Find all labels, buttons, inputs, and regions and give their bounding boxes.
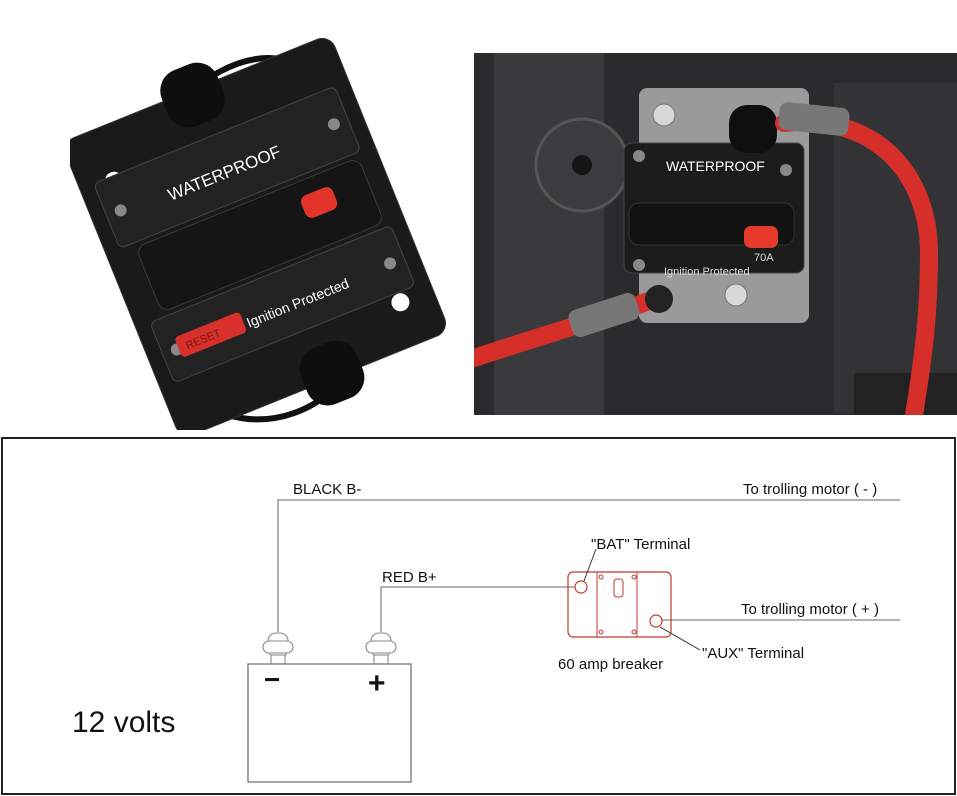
- bat-terminal-symbol: [574, 580, 588, 594]
- cable-sleeve: [568, 292, 640, 338]
- trip-button: [300, 187, 338, 218]
- bat-callout-line: [583, 548, 597, 582]
- battery-minus-sign: −: [264, 664, 280, 695]
- diagram-frame: [1, 437, 956, 795]
- positive-post-icon: [365, 632, 397, 665]
- wiring-diagram: BLACK B- To trolling motor ( - ) RED B+ …: [1, 437, 956, 795]
- aux-terminal-symbol: [649, 614, 663, 628]
- black-wire-label: BLACK B-: [293, 481, 361, 498]
- to-motor-negative-label: To trolling motor ( - ): [743, 481, 877, 498]
- waterproof-label: WATERPROOF: [666, 158, 765, 174]
- battery-plus-sign: +: [368, 667, 386, 700]
- reset-lever: [175, 312, 247, 357]
- breaker-outline: [567, 571, 672, 638]
- breaker-screw: [598, 574, 604, 580]
- terminal-cap: [299, 340, 365, 406]
- aux-terminal-label: "AUX" Terminal: [702, 645, 804, 662]
- breaker-screw: [631, 629, 637, 635]
- panel-surface: [854, 373, 957, 415]
- black-negative-wire: [277, 499, 900, 632]
- screw-icon: [633, 259, 645, 271]
- breaker-symbol: [567, 571, 672, 638]
- breaker-product-photo: WATERPROOF Ignition Protected RESET: [70, 37, 447, 430]
- rating-label: 70A: [754, 252, 774, 264]
- screw-icon: [780, 164, 792, 176]
- bat-terminal-label: "BAT" Terminal: [591, 536, 690, 553]
- screw-icon: [327, 118, 340, 131]
- terminal-cap: [160, 62, 226, 128]
- battery-symbol: [247, 663, 412, 783]
- cable-sleeve: [778, 102, 850, 136]
- aux-callout-line: [659, 626, 701, 651]
- terminal-nut: [645, 285, 673, 313]
- screw-icon: [114, 204, 127, 217]
- screw-icon: [384, 257, 397, 270]
- trip-button: [744, 226, 778, 248]
- nut-icon: [724, 283, 748, 307]
- breaker-top-panel: [94, 87, 360, 248]
- red-wire-label: RED B+: [382, 569, 437, 586]
- ignition-label: Ignition Protected: [664, 266, 750, 278]
- installed-breaker-photo: WATERPROOF 70A Ignition Protected: [474, 53, 957, 415]
- to-motor-positive-label: To trolling motor ( + ): [741, 601, 879, 618]
- breaker-screw: [598, 629, 604, 635]
- red-cable-top: [775, 112, 939, 415]
- red-positive-wire: [380, 586, 580, 632]
- negative-post-icon: [262, 632, 294, 665]
- battery-voltage-label: 12 volts: [72, 706, 175, 739]
- nut-icon: [652, 103, 676, 127]
- screw-icon: [633, 150, 645, 162]
- breaker-label: 60 amp breaker: [558, 656, 663, 673]
- mount-hole: [391, 293, 410, 312]
- panel-knob-center: [572, 155, 592, 175]
- panel-surface: [494, 53, 604, 415]
- breaker-button-outline: [613, 578, 624, 598]
- terminal-cap: [729, 105, 777, 153]
- breaker-screw: [631, 574, 637, 580]
